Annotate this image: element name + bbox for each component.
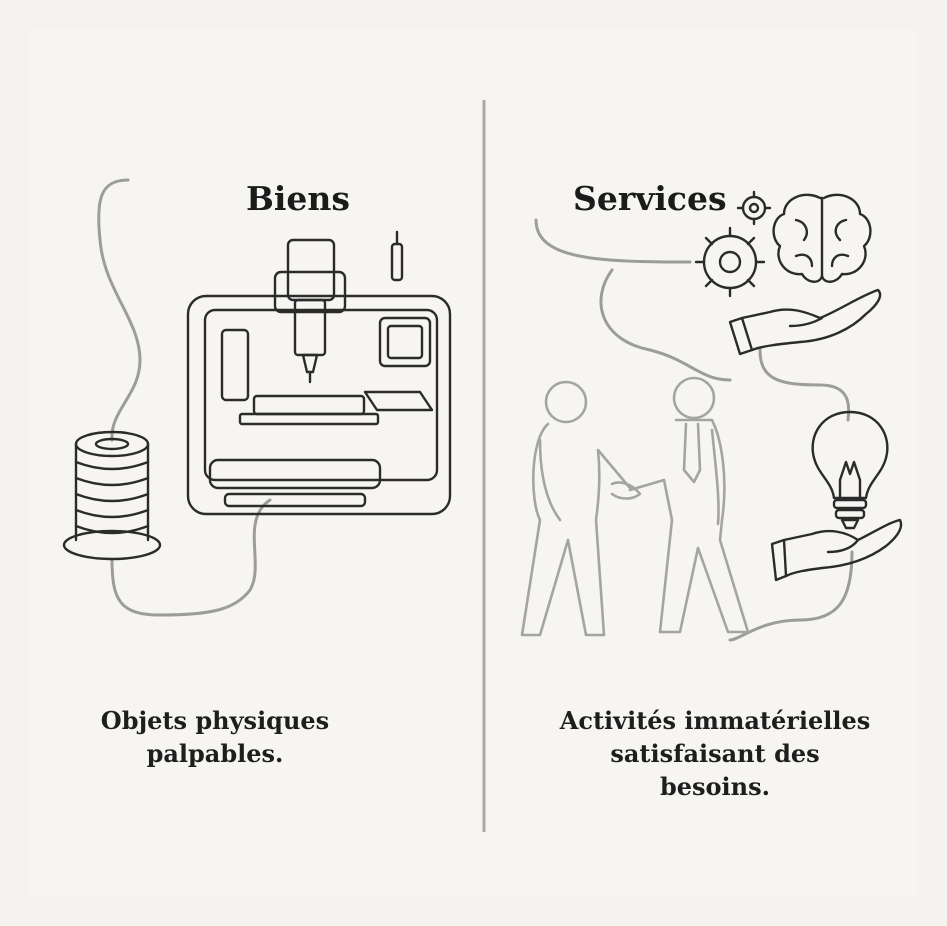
left-thread [97, 178, 272, 617]
services-caption: Activités immatérielles satisfaisant des… [520, 704, 910, 803]
biens-title: Biens [246, 179, 350, 218]
cnc-machine-icon [186, 230, 452, 516]
cable-spool-icon [62, 430, 162, 561]
giving-hand-icon [728, 288, 882, 356]
open-hand-icon [770, 518, 903, 582]
handshake-people-icon [520, 376, 750, 637]
brain-icon [772, 193, 872, 283]
biens-caption-line: palpables. [146, 739, 284, 769]
lightbulb-icon [811, 410, 889, 530]
services-caption-line: satisfaisant des [610, 739, 820, 769]
biens-caption-line: Objets physiques [100, 706, 330, 735]
services-caption-line: besoins. [659, 772, 770, 802]
services-title: Services [573, 179, 727, 218]
biens-caption: Objets physiques palpables. [55, 704, 375, 770]
services-caption-line: Activités immatérielles [559, 706, 871, 735]
gears-icon [694, 190, 772, 298]
right-thread [534, 218, 854, 642]
